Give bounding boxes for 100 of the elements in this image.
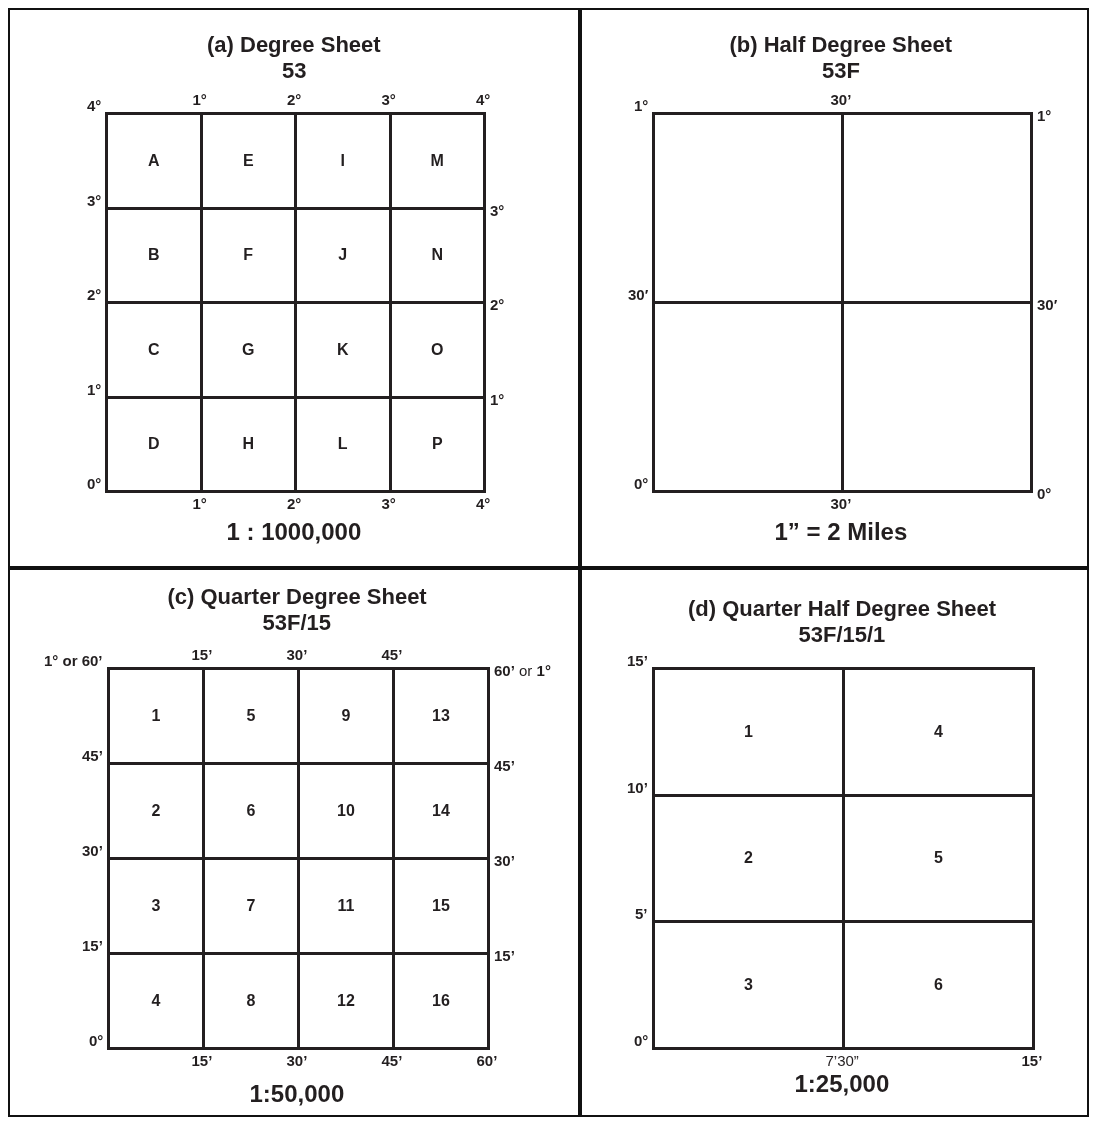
- sheet-number: 53: [282, 58, 307, 84]
- sheet-code: O: [431, 340, 444, 359]
- sheet-code: A: [147, 151, 160, 170]
- sheet-code: L: [337, 435, 348, 454]
- sheet-code: 14: [432, 802, 450, 820]
- grid-cell: [392, 667, 490, 765]
- grid-cell: [105, 112, 203, 210]
- tick-label: 0°: [634, 1033, 649, 1049]
- sheet-code: G: [242, 340, 255, 359]
- tick-label: 4°: [87, 98, 102, 114]
- tick-label: 15’: [191, 647, 213, 663]
- tick-label: 1°: [192, 496, 207, 512]
- grid-cell: [107, 667, 205, 765]
- sheet-code: C: [147, 340, 160, 359]
- grid-cell: [392, 952, 490, 1050]
- tick-label: 45’: [494, 758, 515, 774]
- sheet-code: 3: [744, 976, 753, 995]
- tick-label: 0°: [87, 476, 102, 492]
- scale-label: 1” = 2 Miles: [774, 518, 908, 546]
- grid-cell: [652, 112, 844, 304]
- sheet-code: 3: [151, 897, 161, 915]
- sheet-title: (b) Half Degree Sheet: [729, 32, 952, 58]
- scale-label: 1:50,000: [249, 1080, 345, 1108]
- tick-label: 30’: [830, 496, 852, 512]
- sheet-number: 53F/15: [262, 610, 331, 636]
- tick-label: 3°: [87, 192, 102, 209]
- grid-cell: [841, 112, 1033, 304]
- grid-cell: [652, 920, 845, 1050]
- tick-label: 30’: [82, 843, 103, 859]
- grid-cell: [107, 952, 205, 1050]
- sheet-code: 5: [934, 849, 943, 868]
- tick-label: 2°: [87, 287, 102, 303]
- sheet-number: 53F: [822, 58, 860, 84]
- tick-label: 4°: [476, 92, 491, 108]
- sheet-code: P: [431, 435, 443, 454]
- scale-label: 1 : 1000,000: [226, 518, 362, 546]
- tick-label: 7’30”: [825, 1053, 859, 1069]
- tick-label: 30′: [628, 287, 649, 303]
- tick-label: 0°: [89, 1033, 104, 1049]
- sheet-code: E: [242, 151, 254, 170]
- tick-label: 30’: [286, 647, 308, 663]
- tick-label: 15’: [82, 938, 103, 954]
- tick-label: 10’: [627, 779, 648, 796]
- sheet-code: 2: [744, 849, 753, 868]
- tick-label: 15’: [627, 653, 648, 669]
- grid-cell: [842, 667, 1035, 797]
- tick-label: 2°: [287, 496, 302, 512]
- tick-label: 45’: [381, 1053, 403, 1069]
- tick-label: 30’: [494, 853, 515, 869]
- tick-label: 1°: [1037, 108, 1052, 124]
- sheet-code: K: [336, 340, 349, 359]
- sheet-code: 9: [341, 707, 351, 725]
- sheet-code: 11: [337, 897, 355, 915]
- sheet-code: 6: [934, 976, 943, 995]
- tick-label: 3°: [381, 496, 396, 512]
- sheet-title: (c) Quarter Degree Sheet: [167, 584, 427, 610]
- tick-label: 45’: [82, 748, 103, 764]
- sheet-panel: [580, 568, 1089, 1117]
- tick-label: 3°: [490, 202, 505, 219]
- sheet-code: 5: [246, 707, 256, 725]
- sheet-panel: [580, 8, 1089, 568]
- sheet-code: 2: [151, 802, 161, 820]
- sheet-number: 53F/15/1: [798, 622, 886, 648]
- sheet-panel: [8, 8, 580, 568]
- tick-label: 60’: [476, 1053, 498, 1069]
- sheet-code: J: [338, 246, 348, 265]
- sheet-panel: [8, 568, 580, 1117]
- tick-label: 15’: [1021, 1053, 1043, 1069]
- tick-label: 1°: [87, 381, 102, 398]
- tick-label: 30′: [1037, 297, 1058, 313]
- sheet-code: I: [340, 151, 345, 170]
- tick-label: 15’: [494, 948, 515, 964]
- sheet-code: 10: [337, 802, 355, 820]
- sheet-title: (d) Quarter Half Degree Sheet: [688, 596, 997, 622]
- grid-cell: [652, 667, 845, 797]
- tick-label: 30’: [830, 92, 852, 108]
- sheet-code: 13: [432, 707, 450, 725]
- tick-label: 5’: [635, 906, 648, 923]
- grid-cell: [652, 301, 844, 493]
- sheet-code: 8: [246, 992, 256, 1010]
- tick-label: 1°: [490, 391, 505, 408]
- tick-label: 2°: [287, 92, 302, 108]
- sheet-code: D: [147, 435, 160, 454]
- sheet-code: M: [430, 151, 444, 170]
- tick-label: 0°: [1037, 486, 1052, 502]
- sheet-code: 15: [432, 897, 450, 915]
- sheet-code: B: [147, 246, 160, 265]
- scale-label: 1:25,000: [794, 1070, 890, 1098]
- sheet-code: 1: [151, 707, 161, 725]
- sheet-code: 16: [432, 992, 450, 1010]
- sheet-code: H: [242, 435, 255, 454]
- tick-label: 1° or 60’: [44, 653, 103, 669]
- sheet-code: 6: [246, 802, 256, 820]
- grid-cell: [842, 920, 1035, 1050]
- tick-label: 1°: [192, 92, 207, 108]
- tick-label: 1°: [634, 98, 649, 114]
- tick-label: 60’ or 1°: [494, 663, 551, 679]
- tick-label: 3°: [381, 92, 396, 108]
- sheet-code: N: [431, 246, 444, 265]
- tick-label: 0°: [634, 476, 649, 492]
